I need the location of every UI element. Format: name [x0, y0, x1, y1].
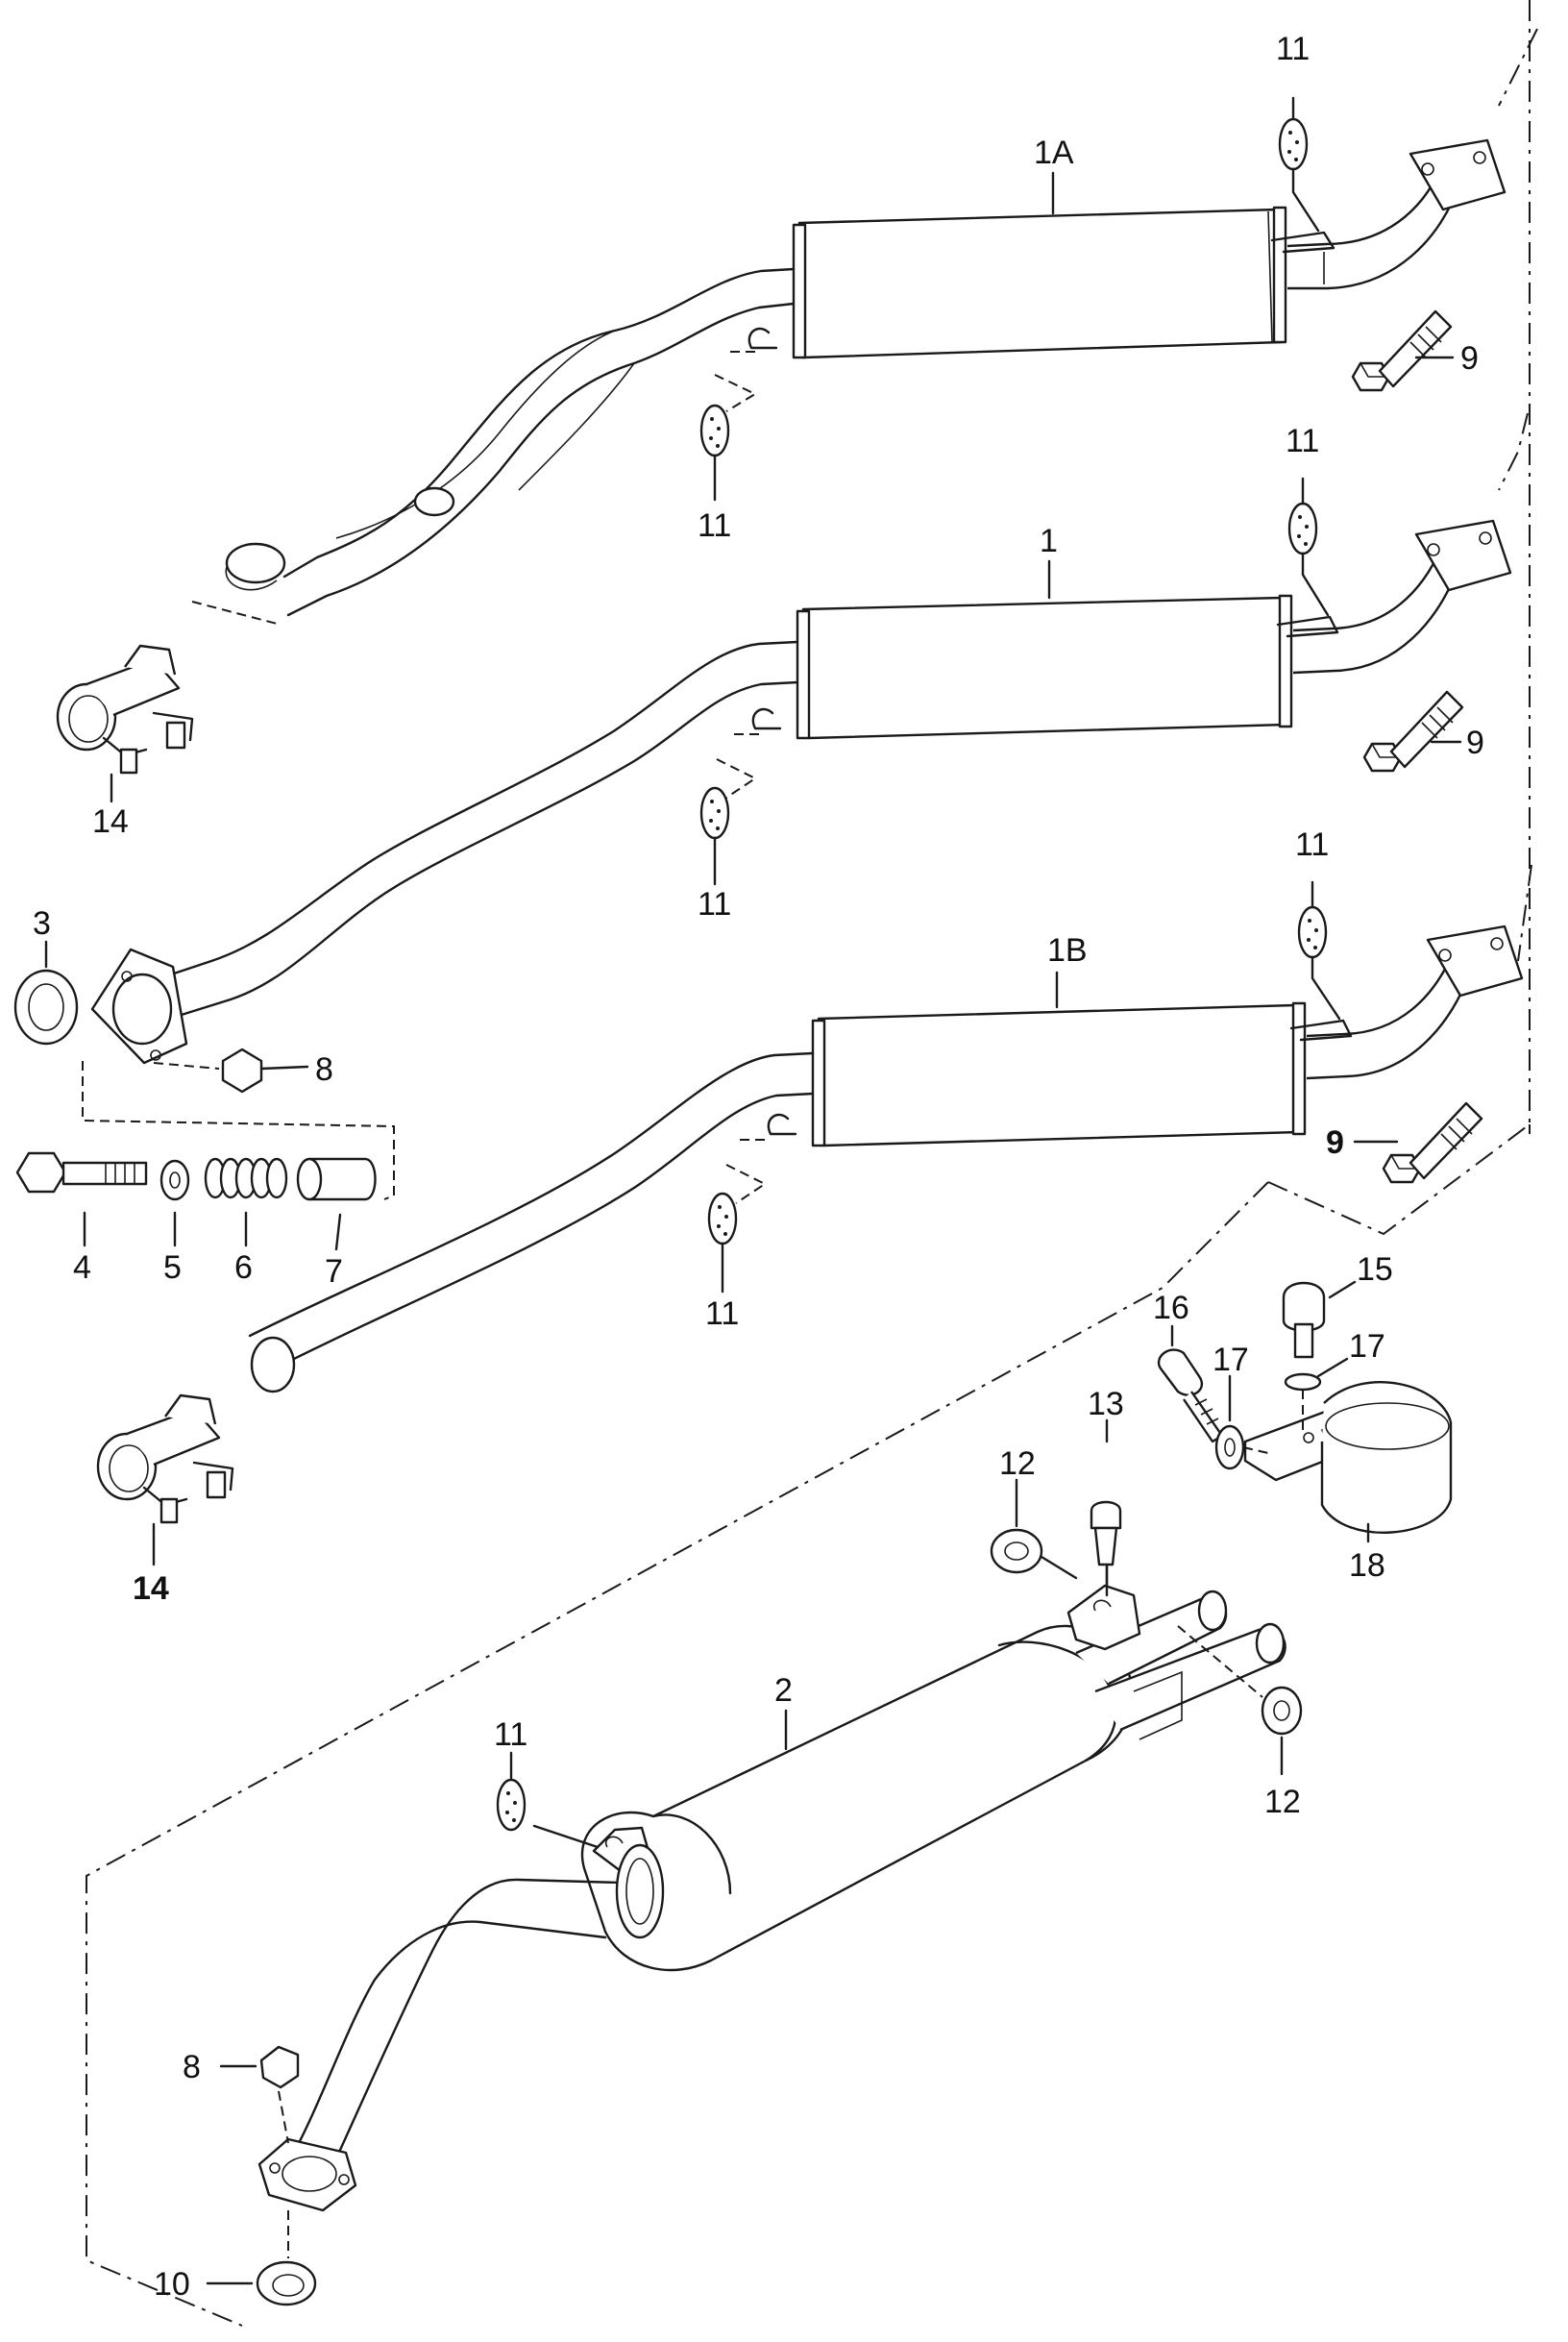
label-12-a: 12 [999, 1445, 1036, 1482]
label-11-top: 11 [1276, 31, 1310, 67]
label-13: 13 [1088, 1386, 1124, 1422]
label-9-b: 9 [1466, 725, 1484, 761]
label-2: 2 [774, 1672, 793, 1709]
label-14-a: 14 [92, 803, 129, 840]
label-1A: 1A [1034, 135, 1074, 171]
label-15: 15 [1357, 1251, 1393, 1288]
label-10: 10 [154, 2266, 190, 2303]
label-11-b-top: 11 [1286, 423, 1319, 459]
label-8-b: 8 [183, 2049, 201, 2085]
label-11-c: 11 [705, 1295, 739, 1332]
label-6: 6 [234, 1249, 253, 1286]
label-5: 5 [163, 1249, 182, 1286]
label-3: 3 [33, 905, 51, 942]
rear-muffler-2 [206, 1565, 1303, 2306]
label-11-d: 11 [494, 1716, 527, 1753]
label-11-c-top: 11 [1295, 826, 1329, 863]
label-14-b: 14 [133, 1570, 169, 1607]
label-17-a: 17 [1213, 1342, 1249, 1378]
label-18: 18 [1349, 1547, 1385, 1584]
label-1B: 1B [1047, 932, 1088, 969]
label-1: 1 [1040, 523, 1058, 559]
label-11-a: 11 [698, 507, 731, 544]
mounting-hardware [990, 1280, 1453, 1597]
label-11-b: 11 [698, 886, 731, 923]
label-16: 16 [1153, 1290, 1189, 1326]
label-7: 7 [325, 1253, 343, 1290]
front-pipe-muffler-1A [191, 96, 1507, 626]
front-pipe-muffler-1 [90, 477, 1512, 1065]
clamp-14-upper [56, 644, 194, 803]
callout-labels: 1A 11 11 9 1 11 11 9 14 3 8 4 5 6 7 1B 1… [33, 31, 1484, 2303]
assembly-boundaries [86, 0, 1538, 2327]
clamp-14-lower [96, 1393, 234, 1566]
label-8-a: 8 [315, 1051, 333, 1088]
label-17-b: 17 [1349, 1328, 1385, 1365]
small-hardware [13, 940, 395, 1251]
label-9-a: 9 [1460, 340, 1479, 377]
front-pipe-muffler-1B [248, 880, 1524, 1393]
label-12-b: 12 [1264, 1784, 1301, 1820]
label-4: 4 [73, 1249, 91, 1286]
label-9-c: 9 [1326, 1124, 1344, 1161]
